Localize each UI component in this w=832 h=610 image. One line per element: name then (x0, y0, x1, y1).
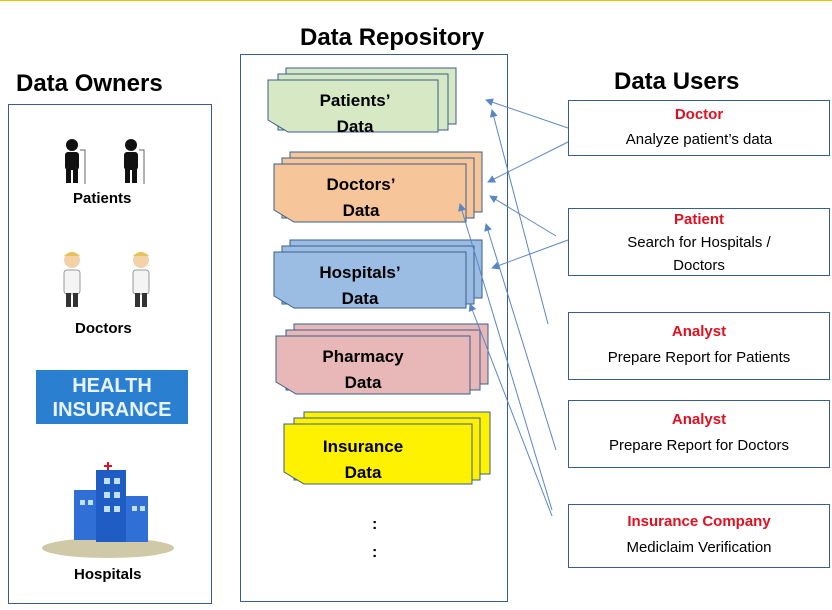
user-role: Insurance Company (627, 513, 771, 530)
patient-icon (65, 139, 145, 184)
arrow-analyst1-to-patients-data (489, 109, 549, 325)
repo-line: Insurance (322, 437, 404, 456)
repo-line: Hospitals’ (319, 263, 401, 282)
repo-stack-pharmacy (275, 323, 489, 395)
repo-line: Data (342, 201, 380, 220)
user-card-insurance-company: Insurance Company Mediclaim Verification (568, 504, 830, 568)
arrow-analyst2-to-doctors-data (484, 223, 557, 451)
repo-text-patients: Patients’ Data (300, 88, 410, 140)
user-role: Analyst (671, 411, 727, 428)
user-card-patient: Patient Search for Hospitals / Doctors (568, 208, 830, 276)
arrow-doctor-to-doctors-data (487, 141, 569, 183)
owner-label-hospitals: Hospitals (74, 566, 142, 583)
repo-line: Doctors’ (326, 175, 396, 194)
doctor-icon (63, 252, 150, 307)
repository-heading: Data Repository (300, 24, 485, 51)
user-task: Doctors (673, 257, 725, 274)
user-card-doctor: Doctor Analyze patient’s data (568, 100, 830, 156)
repo-line: Data (336, 117, 374, 136)
repo-line: Patients’ (319, 91, 391, 110)
more-indicator: : (372, 516, 378, 533)
user-card-analyst-patients: Analyst Prepare Report for Patients (568, 312, 830, 380)
arrow-insurance-to-repo (458, 203, 553, 511)
health-insurance-logo: HEALTH INSURANCE (36, 370, 188, 424)
hospital-building-icon (42, 462, 174, 558)
top-rule (0, 0, 832, 7)
user-task: Analyze patient’s data (625, 131, 773, 148)
logo-line-2: INSURANCE (53, 399, 172, 421)
user-task: Search for Hospitals / (627, 234, 771, 251)
repo-text-hospitals: Hospitals’ Data (300, 260, 420, 312)
repo-line: Data (344, 373, 382, 392)
repo-line: Data (341, 289, 379, 308)
user-task: Prepare Report for Doctors (608, 437, 790, 454)
user-card-analyst-doctors: Analyst Prepare Report for Doctors (568, 400, 830, 468)
users-heading: Data Users (614, 68, 740, 95)
repo-stack-insurance (283, 411, 491, 485)
owner-label-patients: Patients (73, 190, 132, 207)
arrow-insurance-to-hospitals-data (468, 303, 553, 517)
arrow-doctor-to-patients-data (485, 98, 569, 129)
owner-label-doctors: Doctors (75, 320, 132, 337)
repo-line: Pharmacy (322, 347, 404, 366)
repo-text-insurance: Insurance Data (308, 434, 418, 486)
logo-line-1: HEALTH (72, 375, 152, 397)
user-role: Analyst (671, 323, 727, 340)
repository-panel (240, 54, 508, 602)
user-role: Doctor (674, 106, 724, 123)
arrow-patient-to-doctors-data (489, 195, 557, 237)
repo-line: Data (344, 463, 382, 482)
owners-panel (8, 104, 212, 604)
user-task: Prepare Report for Patients (607, 349, 791, 366)
repo-stack-patients (267, 67, 457, 133)
repo-stack-doctors (273, 151, 483, 223)
repo-text-pharmacy: Pharmacy Data (308, 344, 418, 396)
more-indicator: : (372, 544, 378, 561)
repo-text-doctors: Doctors’ Data (306, 172, 416, 224)
user-role: Patient (673, 211, 724, 228)
repo-stack-hospitals (273, 239, 483, 309)
user-task: Mediclaim Verification (626, 539, 772, 556)
owners-heading: Data Owners (16, 70, 163, 97)
